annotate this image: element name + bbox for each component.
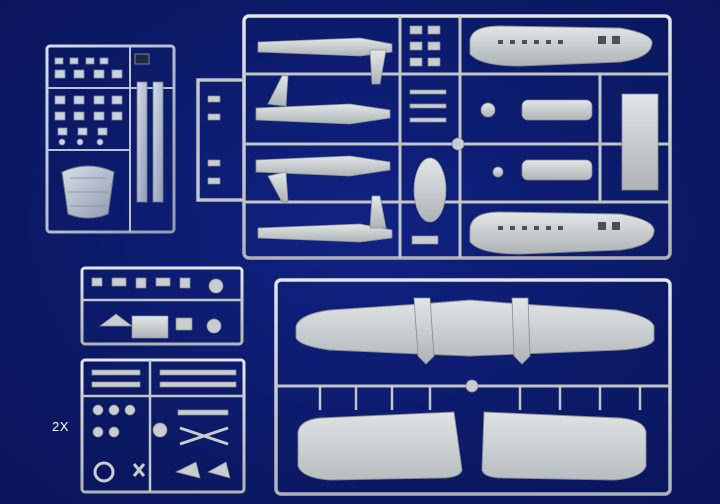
detail-sprue — [80, 358, 246, 494]
clear-small-parts — [54, 57, 123, 146]
fuselage-half-lower — [469, 211, 655, 255]
duplicate-count-label: 2X — [52, 419, 69, 434]
wing-nacelle-left — [413, 297, 435, 365]
small-parts-sprue-frame — [80, 266, 244, 346]
detail-sprue-frame — [80, 358, 246, 494]
fuselage-sprue — [196, 14, 672, 260]
clear-window-strip-2 — [152, 81, 164, 203]
wing-sprue — [274, 278, 672, 496]
fuselage-half-upper — [469, 25, 653, 67]
clear-window-strip-1 — [136, 81, 148, 203]
flat-panel-part — [621, 93, 659, 191]
clear-sprue — [45, 44, 176, 234]
fuselage-sprue-frame — [242, 14, 672, 260]
lower-wing-left — [297, 411, 463, 481]
small-parts-sprue — [80, 266, 244, 346]
tail-boom-parts — [255, 37, 393, 243]
lower-wing-right — [481, 411, 647, 481]
engine-nacelle-parts — [480, 99, 593, 181]
clear-sprue-frame — [45, 44, 176, 234]
upper-wing — [295, 299, 655, 357]
wing-nacelle-right — [511, 297, 531, 365]
small-detail-parts — [409, 25, 465, 245]
